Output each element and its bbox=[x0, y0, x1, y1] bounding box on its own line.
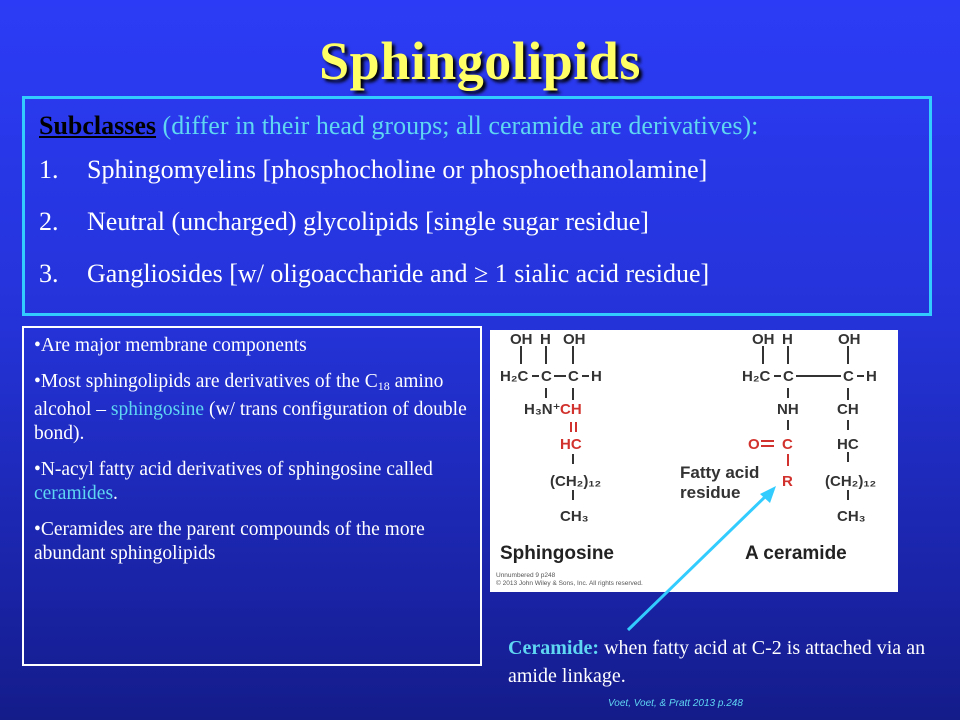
ceramides-term: ceramides bbox=[34, 483, 114, 504]
subclass-text: Neutral (uncharged) glycolipids [single … bbox=[87, 207, 649, 236]
subscript-18: 18 bbox=[377, 379, 390, 393]
bullet-text: (w/ trans configuration of double bond). bbox=[34, 399, 467, 444]
subclass-number: 1. bbox=[39, 155, 59, 184]
sphingosine-term: sphingosine bbox=[110, 399, 205, 420]
atom-label: OH bbox=[510, 331, 533, 348]
bullet-text: . bbox=[113, 483, 118, 504]
subclasses-intro: (differ in their head groups; all cerami… bbox=[156, 111, 759, 140]
citation: Voet, Voet, & Pratt 2013 p.248 bbox=[608, 698, 743, 709]
figure-credit: Unnumbered 9 p248 bbox=[496, 572, 556, 579]
bullet-parent-compounds: •Ceramides are the parent compounds of t… bbox=[34, 519, 425, 564]
subclasses-box: Subclasses (differ in their head groups;… bbox=[22, 96, 932, 316]
sphingosine-label: Sphingosine bbox=[500, 543, 614, 564]
atom-label: H bbox=[782, 331, 793, 348]
atom-label: CH₃ bbox=[560, 508, 589, 525]
sphingosine-atoms: OH H OH H₂C C C H H₃N⁺ CH HC (CH₂)₁₂ CH₃ bbox=[500, 331, 602, 525]
subclass-number: 3. bbox=[39, 259, 59, 288]
subclass-text: Sphingomyelins [phosphocholine or phosph… bbox=[87, 155, 708, 184]
slide-title: Sphingolipids bbox=[319, 31, 641, 91]
atom-label: OH bbox=[563, 331, 586, 348]
atom-label-red: O bbox=[748, 436, 760, 453]
subclass-text: Gangliosides [w/ oligoaccharide and ≥ 1 … bbox=[87, 259, 710, 288]
bullet-points-box: •Are major membrane components •Most sph… bbox=[22, 326, 482, 666]
chain-label: (CH₂)₁₂ bbox=[825, 473, 876, 490]
atom-label: H bbox=[540, 331, 551, 348]
caption-text: when fatty acid at C-2 is attached via a… bbox=[508, 637, 926, 687]
bullet-text: •N-acyl fatty acid derivatives of sphing… bbox=[34, 459, 433, 480]
atom-label: OH bbox=[752, 331, 775, 348]
subclass-item: 1. Sphingomyelins [phosphocholine or phos… bbox=[39, 153, 915, 187]
bullet-ceramides: •N-acyl fatty acid derivatives of sphing… bbox=[34, 458, 472, 506]
subclasses-list: 1. Sphingomyelins [phosphocholine or phos… bbox=[39, 153, 915, 291]
subclasses-heading: Subclasses (differ in their head groups;… bbox=[39, 109, 915, 143]
atom-label: NH bbox=[777, 401, 799, 418]
atom-label-red: C bbox=[782, 436, 793, 453]
atom-label: CH₃ bbox=[837, 508, 866, 525]
figure-credit: © 2013 John Wiley & Sons, Inc. All right… bbox=[496, 579, 643, 587]
bullet-sphingosine: •Most sphingolipids are derivatives of t… bbox=[34, 370, 472, 446]
atom-label: C bbox=[541, 368, 552, 385]
ceramide-label: A ceramide bbox=[745, 543, 847, 564]
subclass-item: 2. Neutral (uncharged) glycolipids [singl… bbox=[39, 205, 915, 239]
atom-label: H₂C bbox=[742, 368, 770, 385]
fatty-acid-label: residue bbox=[680, 483, 740, 502]
structure-figure: OH H OH H₂C C C H H₃N⁺ CH HC (CH₂)₁₂ CH₃… bbox=[490, 330, 898, 592]
bullet-text: •Most sphingolipids are derivatives of t… bbox=[34, 371, 378, 392]
caption-keyword: Ceramide: bbox=[508, 637, 600, 659]
subclass-item: 3. Gangliosides [w/ oligoaccharide and ≥ … bbox=[39, 257, 915, 291]
atom-label: C bbox=[783, 368, 794, 385]
ceramide-caption: Ceramide: when fatty acid at C-2 is atta… bbox=[508, 634, 928, 690]
atom-label: C bbox=[843, 368, 854, 385]
atom-label: H₂C bbox=[500, 368, 528, 385]
ceramide-atoms: OH H OH H₂C C C H NH CH O C HC R (CH₂)₁₂… bbox=[742, 331, 877, 525]
atom-label-red: R bbox=[782, 473, 793, 490]
structure-svg: OH H OH H₂C C C H H₃N⁺ CH HC (CH₂)₁₂ CH₃… bbox=[496, 331, 877, 587]
atom-label: C bbox=[568, 368, 579, 385]
atom-label: CH bbox=[837, 401, 859, 418]
atom-label: H₃N⁺ bbox=[524, 401, 561, 418]
atom-label: H bbox=[866, 368, 877, 385]
atom-label-red: CH bbox=[560, 401, 582, 418]
bullet-membrane-components: •Are major membrane components bbox=[34, 335, 307, 356]
bond-lines bbox=[520, 346, 864, 500]
double-bond-lines bbox=[570, 422, 789, 466]
atom-label: HC bbox=[837, 436, 859, 453]
bullet-text: amino alcohol – bbox=[34, 371, 444, 420]
subclass-number: 2. bbox=[39, 207, 59, 236]
chain-label: (CH₂)₁₂ bbox=[550, 473, 601, 490]
subclasses-keyword: Subclasses bbox=[39, 111, 157, 140]
fatty-acid-label: Fatty acid bbox=[680, 463, 759, 482]
atom-label-red: HC bbox=[560, 436, 582, 453]
atom-label: OH bbox=[838, 331, 861, 348]
atom-label: H bbox=[591, 368, 602, 385]
